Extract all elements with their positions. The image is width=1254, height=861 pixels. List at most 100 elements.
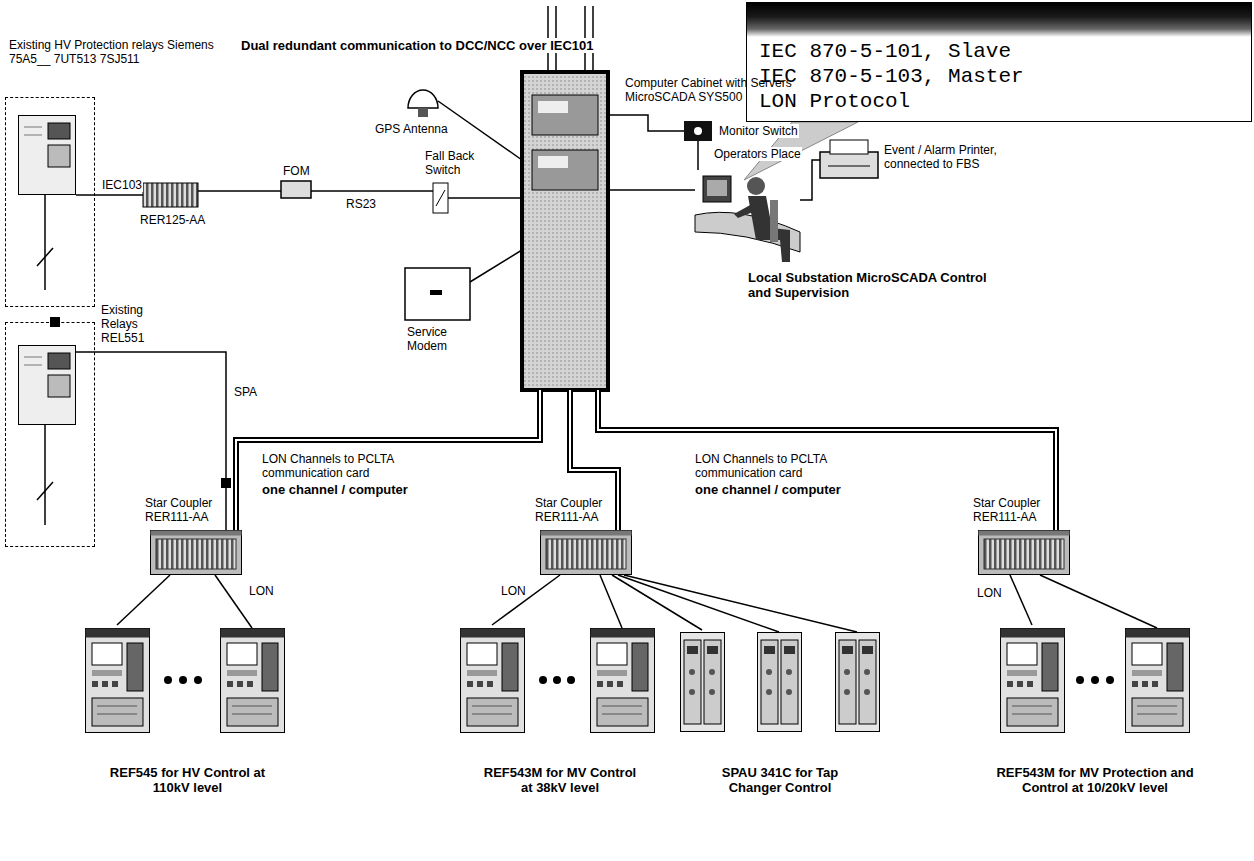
device-node: IEC 870-5-101, SlaveIEC 870-5-103, Maste… xyxy=(746,2,1252,122)
ref543m-device xyxy=(1001,629,1065,733)
device-node: REF545 for HV Control at 110kV level xyxy=(80,625,295,735)
device-node: Existing Relays REL551 xyxy=(5,322,95,547)
rer125-device xyxy=(143,183,198,207)
node-label: IEC 870-5-101, Slave xyxy=(759,39,1011,64)
connector-line xyxy=(117,575,170,625)
switch-blade xyxy=(436,190,445,206)
node-label: RER125-AA xyxy=(140,213,205,227)
device-node: SPAU 341C for Tap Changer Control xyxy=(675,630,885,730)
connector-line xyxy=(470,250,522,282)
breaker-symbol xyxy=(37,482,53,500)
connector xyxy=(117,575,170,625)
connector xyxy=(448,198,522,199)
star-coupler xyxy=(151,531,242,575)
node-label: Fall Back Switch xyxy=(425,149,487,177)
device-node: Existing HV Protection relays Siemens 75… xyxy=(5,97,95,307)
relay-link xyxy=(76,351,95,353)
monitor-switch xyxy=(684,121,712,141)
fall-back-switch xyxy=(433,183,448,213)
operator-chair xyxy=(770,200,778,242)
node-label: Star Coupler RER111-AA xyxy=(973,496,1051,524)
node-label: REF545 for HV Control at 110kV level xyxy=(105,765,270,795)
node-label: Star Coupler RER111-AA xyxy=(535,496,613,524)
ref543m-device xyxy=(461,629,525,733)
node-label: Existing Relays REL551 xyxy=(101,303,163,345)
annotation: one channel / computer xyxy=(262,482,408,497)
connector-line xyxy=(95,194,143,196)
device-node: Star Coupler RER111-AA xyxy=(978,530,1070,575)
annotation: LON Channels to PCLTA communication card xyxy=(695,452,855,480)
device-node: RER125-AA xyxy=(143,183,198,207)
device-node: FOM xyxy=(281,181,311,198)
connector-line xyxy=(612,575,702,630)
edge-label: IEC103 xyxy=(101,178,143,192)
connector xyxy=(492,575,560,625)
device-node: Operators Place xyxy=(695,170,800,265)
modem-led xyxy=(430,290,442,295)
node-label: Service Modem xyxy=(407,325,477,353)
operator-monitor xyxy=(703,176,731,202)
ref545-device xyxy=(221,629,285,733)
node-label: Monitor Switch xyxy=(718,124,799,138)
ref543m-device xyxy=(591,629,655,733)
relay-link xyxy=(76,194,95,196)
printer-slot xyxy=(828,166,870,167)
connector xyxy=(612,575,702,630)
operator-arm xyxy=(734,204,758,218)
connector xyxy=(311,191,433,192)
gps-antenna-base xyxy=(418,108,428,117)
bay-line xyxy=(44,195,46,290)
ref545-device xyxy=(86,629,150,733)
node-label: REF543M for MV Protection and Control at… xyxy=(987,765,1203,795)
device-node: GPS Antenna xyxy=(408,85,438,117)
connector xyxy=(95,352,226,530)
connector xyxy=(198,191,281,192)
device-node: Star Coupler RER111-AA xyxy=(150,530,242,575)
printer-paper xyxy=(830,140,868,154)
service-modem xyxy=(405,268,470,320)
edge-label: LON xyxy=(248,584,275,598)
connector-line xyxy=(1010,575,1032,625)
bay-line xyxy=(44,425,46,525)
node-label: Event / Alarm Printer, connected to FBS xyxy=(884,143,1034,171)
breaker-symbol xyxy=(37,248,53,266)
connector-line xyxy=(608,189,695,191)
connector-line xyxy=(608,115,684,131)
gps-antenna xyxy=(408,90,438,108)
connector-line xyxy=(800,160,820,200)
server-panel xyxy=(538,156,568,168)
operator-monitor-screen xyxy=(707,180,727,196)
node-label: Star Coupler RER111-AA xyxy=(145,496,223,524)
printer xyxy=(820,152,878,178)
edge-label: SPA xyxy=(233,385,258,399)
annotation: one channel / computer xyxy=(695,482,841,497)
connector xyxy=(608,190,695,191)
node-label: FOM xyxy=(283,164,310,178)
connector xyxy=(236,390,540,530)
connector xyxy=(698,141,699,170)
connector xyxy=(470,250,522,282)
node-label: LON Protocol xyxy=(759,89,910,114)
spau-device xyxy=(836,633,880,732)
star-coupler xyxy=(979,531,1070,575)
edge-label: RS23 xyxy=(345,197,377,211)
device-node: Star Coupler RER111-AA xyxy=(540,530,632,575)
connector xyxy=(1010,575,1032,625)
connector xyxy=(95,195,143,196)
device-node: Event / Alarm Printer, connected to FBS xyxy=(820,140,878,178)
device-node: Monitor Switch xyxy=(684,121,712,141)
connector-gap xyxy=(598,390,1056,530)
operator-body xyxy=(748,196,790,262)
fom-device xyxy=(281,181,311,198)
connector-line xyxy=(448,197,522,199)
connector xyxy=(800,160,820,200)
spau-device xyxy=(758,633,802,732)
device-node: REF543M for MV Control at 38kV level xyxy=(455,625,665,735)
annotation: Dual redundant communication to DCC/NCC … xyxy=(240,38,595,53)
computer-cabinet xyxy=(522,72,608,390)
connector xyxy=(608,115,684,131)
annotation: LON Channels to PCLTA communication card xyxy=(262,452,422,480)
operator-head xyxy=(747,177,765,195)
server-panel xyxy=(538,101,568,113)
